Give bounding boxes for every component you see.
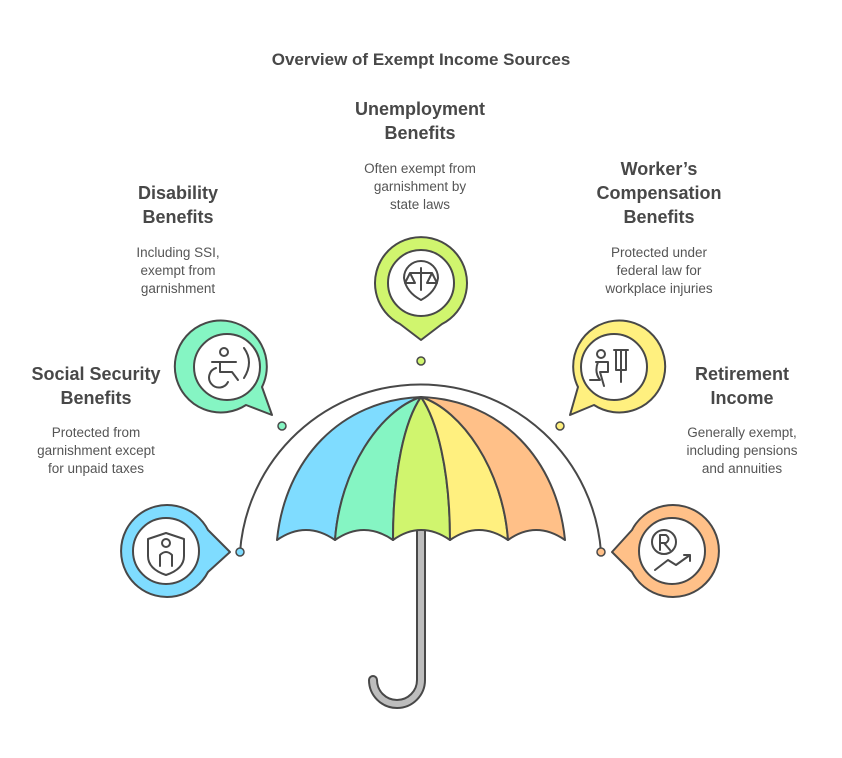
unemployment-heading: Unemployment Benefits <box>320 97 520 145</box>
disability-heading: Disability Benefits <box>78 181 278 229</box>
description-line: including pensions <box>686 443 798 458</box>
heading-line: Income <box>710 388 774 408</box>
description-line: Protected under <box>610 245 708 260</box>
diagram-title: Overview of Exempt Income Sources <box>271 50 571 69</box>
canopy-segment-retirement <box>420 396 566 541</box>
heading-line: Unemployment <box>354 99 486 119</box>
heading-line: Benefits <box>384 123 456 143</box>
umbrella-canopy <box>276 396 566 541</box>
description-line: and annuities <box>701 461 783 476</box>
heading-line: Benefits <box>60 388 132 408</box>
workers-comp-description: Protected under federal law for workplac… <box>559 244 759 298</box>
unemployment-description: Often exempt from garnishment by state l… <box>320 160 520 214</box>
heading-line: Worker’s <box>620 159 698 179</box>
heading-line: Benefits <box>623 207 695 227</box>
description-line: for unpaid taxes <box>47 461 145 476</box>
description-line: Often exempt from <box>364 161 476 176</box>
disability-description: Including SSI, exempt from garnishment <box>78 244 278 298</box>
description-line: Protected from <box>51 425 141 440</box>
scales-icon <box>403 260 439 301</box>
heading-line: Disability <box>137 183 219 203</box>
workers-comp-heading: Worker’s Compensation Benefits <box>559 157 759 229</box>
wheelchair-icon <box>208 347 250 389</box>
description-line: garnishment by <box>373 179 467 194</box>
connector-arc <box>239 383 602 553</box>
description-line: garnishment <box>140 281 216 296</box>
description-line: federal law for <box>616 263 702 278</box>
retirement-description: Generally exempt, including pensions and… <box>642 424 842 478</box>
description-line: workplace injuries <box>605 281 713 296</box>
rupee-growth-icon <box>651 529 691 571</box>
injured-worker-crutch-icon <box>589 349 629 387</box>
description-line: state laws <box>389 197 451 212</box>
umbrella-handle <box>368 525 426 709</box>
description-line: Including SSI, <box>136 245 220 260</box>
social-security-description: Protected from garnishment except for un… <box>0 424 196 478</box>
description-line: exempt from <box>140 263 216 278</box>
retirement-heading: Retirement Income <box>642 362 842 410</box>
description-line: garnishment except <box>37 443 155 458</box>
heading-line: Benefits <box>142 207 214 227</box>
description-line: Generally exempt, <box>687 425 797 440</box>
heading-line: Social Security <box>31 364 161 384</box>
social-security-heading: Social Security Benefits <box>0 362 196 410</box>
shield-person-icon <box>147 532 185 576</box>
heading-line: Retirement <box>694 364 790 384</box>
heading-line: Compensation <box>596 183 722 203</box>
